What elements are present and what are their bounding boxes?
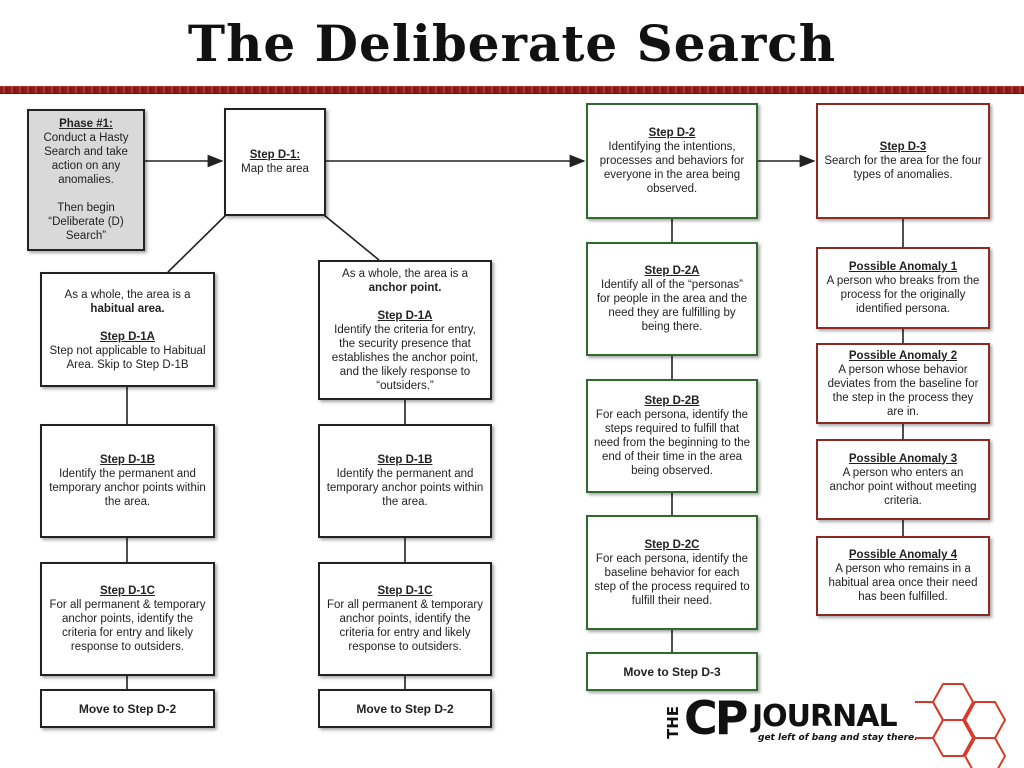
title-divider: [0, 86, 1024, 94]
step-d1-text: Map the area: [241, 163, 309, 175]
habitual-d1b-heading: Step D-1B: [100, 454, 155, 466]
phase1-heading: Phase #1:: [59, 118, 113, 130]
anomaly-3-heading: Possible Anomaly 3: [848, 452, 958, 465]
d2-move-box: Move to Step D-3: [586, 652, 758, 691]
anchor-d1a-box: As a whole, the area is a anchor point. …: [318, 260, 492, 400]
anomaly-4-heading: Possible Anomaly 4: [848, 549, 958, 561]
step-d1-heading: Step D-1:: [249, 149, 301, 161]
habitual-d1a-box: As a whole, the area is a habitual area.…: [40, 272, 215, 387]
logo-the-text: THE: [664, 705, 682, 739]
step-d2c-text: For each persona, identify the baseline …: [594, 552, 750, 607]
branch-to-habitual: [167, 214, 227, 273]
anchor-d1a-heading: Step D-1A: [377, 310, 433, 322]
logo-tagline: get left of bang and stay there.: [758, 733, 918, 743]
page-title: The Deliberate Search: [187, 14, 837, 73]
anomaly-3-text: A person who enters an anchor point with…: [829, 466, 977, 507]
anchor-d1a-text: Identify the criteria for entry, the sec…: [331, 324, 479, 392]
phase1-box: Phase #1: Conduct a Hasty Search and tak…: [27, 109, 145, 251]
anchor-intro-bold: anchor point.: [368, 282, 442, 294]
logo-cp-text: CP: [684, 691, 749, 745]
step-d2-heading: Step D-2: [648, 127, 696, 139]
anchor-move-box: Move to Step D-2: [318, 689, 492, 728]
anomaly-2-box: Possible Anomaly 2 A person whose behavi…: [816, 343, 990, 424]
habitual-move-label: Move to Step D-2: [78, 701, 177, 716]
step-d2b-text: For each persona, identify the steps req…: [594, 409, 751, 477]
step-d3-heading: Step D-3: [879, 141, 927, 153]
step-d3-text: Search for the area for the four types o…: [824, 155, 982, 181]
anomaly-4-box: Possible Anomaly 4 A person who remains …: [816, 536, 990, 616]
step-d2a-text: Identify all of the “personas” for peopl…: [596, 279, 748, 333]
habitual-d1a-text: Step not applicable to Habitual Area. Sk…: [49, 344, 206, 371]
step-d2c-box: Step D-2C For each persona, identify the…: [586, 515, 758, 630]
anchor-d1b-text: Identify the permanent and temporary anc…: [326, 468, 484, 508]
step-d2b-heading: Step D-2B: [644, 395, 700, 407]
step-d3-box: Step D-3 Search for the area for the fou…: [816, 103, 990, 219]
logo-journal-text: JOURNAL: [752, 699, 898, 734]
step-d2-text: Identifying the intentions, processes an…: [599, 141, 745, 195]
hexagon-logo-icon: [915, 683, 1007, 768]
branch-to-anchor: [323, 214, 380, 261]
anchor-d1b-box: Step D-1B Identify the permanent and tem…: [318, 424, 492, 538]
step-d2a-box: Step D-2A Identify all of the “personas”…: [586, 242, 758, 356]
step-d2c-heading: Step D-2C: [644, 538, 700, 551]
anomaly-4-text: A person who remains in a habitual area …: [828, 563, 978, 603]
anomaly-1-box: Possible Anomaly 1 A person who breaks f…: [816, 247, 990, 329]
step-d1-box: Step D-1: Map the area: [224, 108, 326, 216]
step-d2b-box: Step D-2B For each persona, identify the…: [586, 379, 758, 493]
anchor-d1b-heading: Step D-1B: [377, 454, 433, 466]
step-d2-box: Step D-2 Identifying the intentions, pro…: [586, 103, 758, 219]
anomaly-2-text: A person whose behavior deviates from th…: [827, 363, 979, 418]
anchor-intro: As a whole, the area is a: [342, 268, 468, 280]
habitual-d1b-text: Identify the permanent and temporary anc…: [49, 468, 206, 508]
habitual-d1b-box: Step D-1B Identify the permanent and tem…: [40, 424, 215, 538]
anomaly-1-heading: Possible Anomaly 1: [848, 261, 958, 273]
habitual-move-box: Move to Step D-2: [40, 689, 215, 728]
anchor-move-label: Move to Step D-2: [356, 701, 454, 716]
anchor-d1c-text: For all permanent & temporary anchor poi…: [327, 599, 483, 653]
habitual-intro-bold: habitual area.: [90, 302, 165, 315]
habitual-d1c-text: For all permanent & temporary anchor poi…: [49, 599, 206, 653]
habitual-d1a-heading: Step D-1A: [100, 330, 155, 343]
anomaly-3-box: Possible Anomaly 3 A person who enters a…: [816, 439, 990, 520]
step-d2a-heading: Step D-2A: [644, 265, 700, 277]
anchor-d1c-heading: Step D-1C: [377, 585, 433, 597]
anchor-d1c-box: Step D-1C For all permanent & temporary …: [318, 562, 492, 676]
phase1-text-2: Then begin “Deliberate (D) Search”: [48, 202, 124, 242]
phase1-text: Conduct a Hasty Search and take action o…: [43, 132, 129, 186]
habitual-d1c-heading: Step D-1C: [100, 585, 155, 597]
d2-move-label: Move to Step D-3: [623, 664, 721, 679]
anomaly-2-heading: Possible Anomaly 2: [848, 349, 958, 362]
habitual-intro: As a whole, the area is a: [64, 288, 191, 301]
habitual-d1c-box: Step D-1C For all permanent & temporary …: [40, 562, 215, 676]
anomaly-1-text: A person who breaks from the process for…: [826, 275, 980, 315]
